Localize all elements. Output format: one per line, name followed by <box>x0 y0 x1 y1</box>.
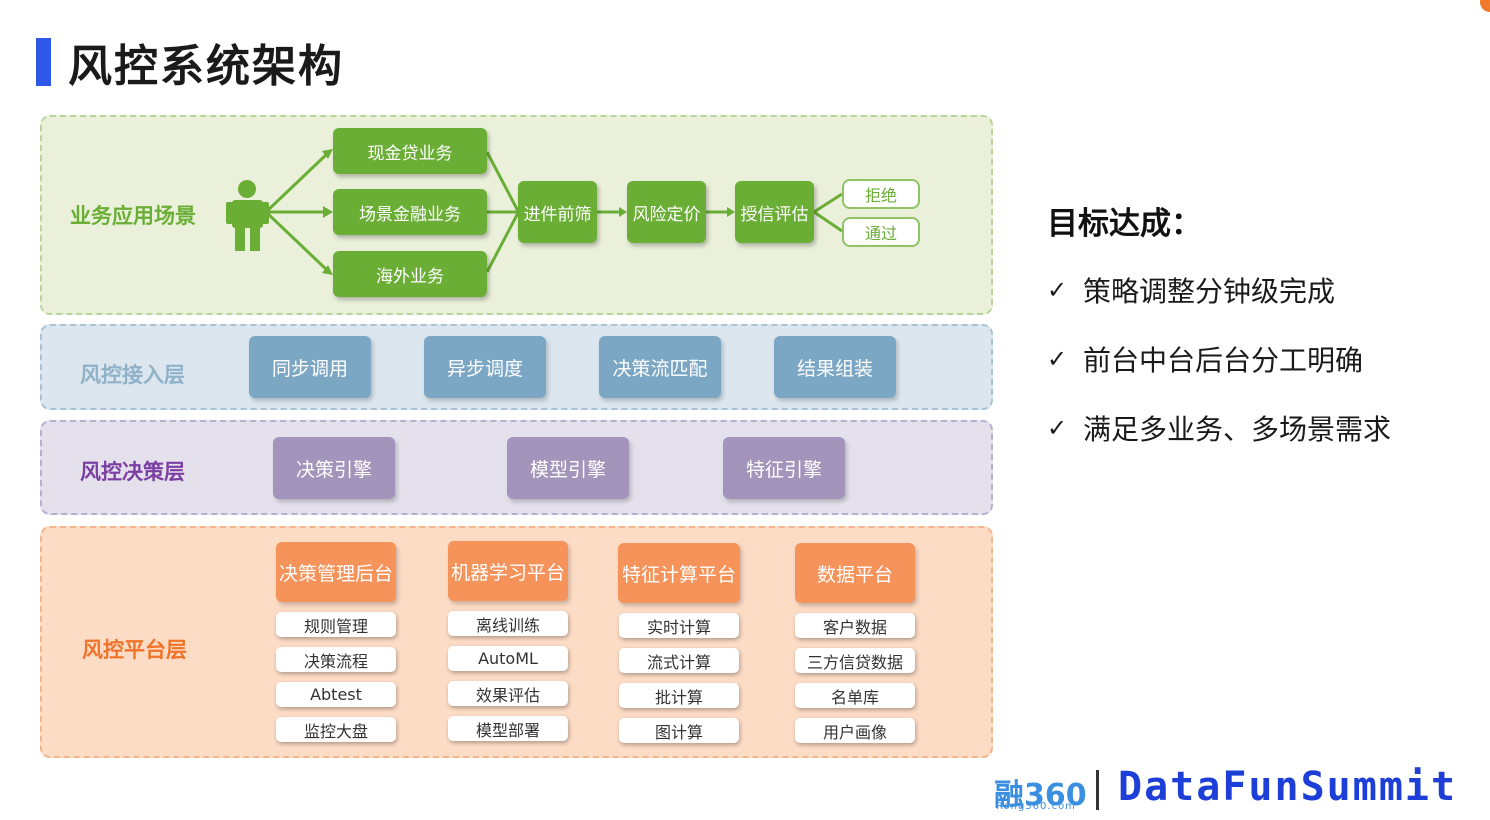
platform-item: 实时计算 <box>619 613 739 638</box>
flow-step-box: 授信评估 <box>735 181 814 243</box>
access-item-box: 异步调度 <box>424 336 546 398</box>
business-flow-arrows <box>226 149 843 275</box>
decision-layer-label: 风控决策层 <box>80 460 185 484</box>
page-title: 风控系统架构 <box>68 41 344 92</box>
access-item-box: 同步调用 <box>249 336 371 398</box>
rong360-logo-subtext: Rong360.com <box>996 801 1076 812</box>
platform-item: 效果评估 <box>448 681 568 706</box>
check-icon: ✓ <box>1047 345 1068 373</box>
platform-item: 决策流程 <box>276 647 396 672</box>
platform-item: 图计算 <box>619 718 739 743</box>
platform-header-box: 机器学习平台 <box>448 541 568 601</box>
business-layer-label: 业务应用场景 <box>70 204 196 228</box>
platform-item: 监控大盘 <box>276 717 396 742</box>
flow-step-box: 风险定价 <box>627 181 706 243</box>
rong360-logo: 融360 <box>994 778 1087 813</box>
platform-item: 模型部署 <box>448 716 568 741</box>
platform-item: 三方信贷数据 <box>795 648 915 673</box>
product-box: 场景金融业务 <box>333 189 487 235</box>
platform-layer-label: 风控平台层 <box>82 638 187 662</box>
decision-engine-box: 模型引擎 <box>507 437 629 499</box>
check-icon: ✓ <box>1047 276 1068 304</box>
platform-item: AutoML <box>448 646 568 671</box>
product-box: 现金贷业务 <box>333 128 487 174</box>
product-box: 海外业务 <box>333 251 487 297</box>
outcome-pass-box: 通过 <box>842 217 920 247</box>
decision-engine-box: 特征引擎 <box>723 437 845 499</box>
datafun-summit-logo: DataFunSummit <box>1118 764 1458 810</box>
goal-text: 满足多业务、多场景需求 <box>1083 413 1392 446</box>
platform-item: 名单库 <box>795 683 915 708</box>
goals-title: 目标达成： <box>1047 206 1202 242</box>
goal-item: ✓ 满足多业务、多场景需求 <box>1047 408 1391 448</box>
platform-header-box: 数据平台 <box>795 543 915 603</box>
decision-engine-box: 决策引擎 <box>273 437 395 499</box>
platform-header-box: 特征计算平台 <box>618 543 740 603</box>
platform-item: Abtest <box>276 682 396 707</box>
user-icon <box>226 180 269 251</box>
platform-item: 规则管理 <box>276 612 396 637</box>
access-item-box: 结果组装 <box>774 336 896 398</box>
goal-item: ✓ 策略调整分钟级完成 <box>1047 270 1335 310</box>
platform-item: 客户数据 <box>795 613 915 638</box>
access-item-box: 决策流匹配 <box>599 336 721 398</box>
title-accent-bar <box>36 38 51 86</box>
platform-item: 批计算 <box>619 683 739 708</box>
goal-item: ✓ 前台中台后台分工明确 <box>1047 339 1363 379</box>
access-layer-label: 风控接入层 <box>80 363 185 387</box>
platform-item: 离线训练 <box>448 611 568 636</box>
flow-step-box: 进件前筛 <box>518 181 597 243</box>
corner-badge <box>1480 0 1490 12</box>
goal-text: 策略调整分钟级完成 <box>1083 275 1336 308</box>
platform-header-box: 决策管理后台 <box>276 542 396 602</box>
goal-text: 前台中台后台分工明确 <box>1083 344 1364 377</box>
outcome-reject-box: 拒绝 <box>842 179 920 209</box>
platform-item: 流式计算 <box>619 648 739 673</box>
check-icon: ✓ <box>1047 414 1068 442</box>
platform-item: 用户画像 <box>795 718 915 743</box>
logo-divider <box>1096 770 1099 810</box>
